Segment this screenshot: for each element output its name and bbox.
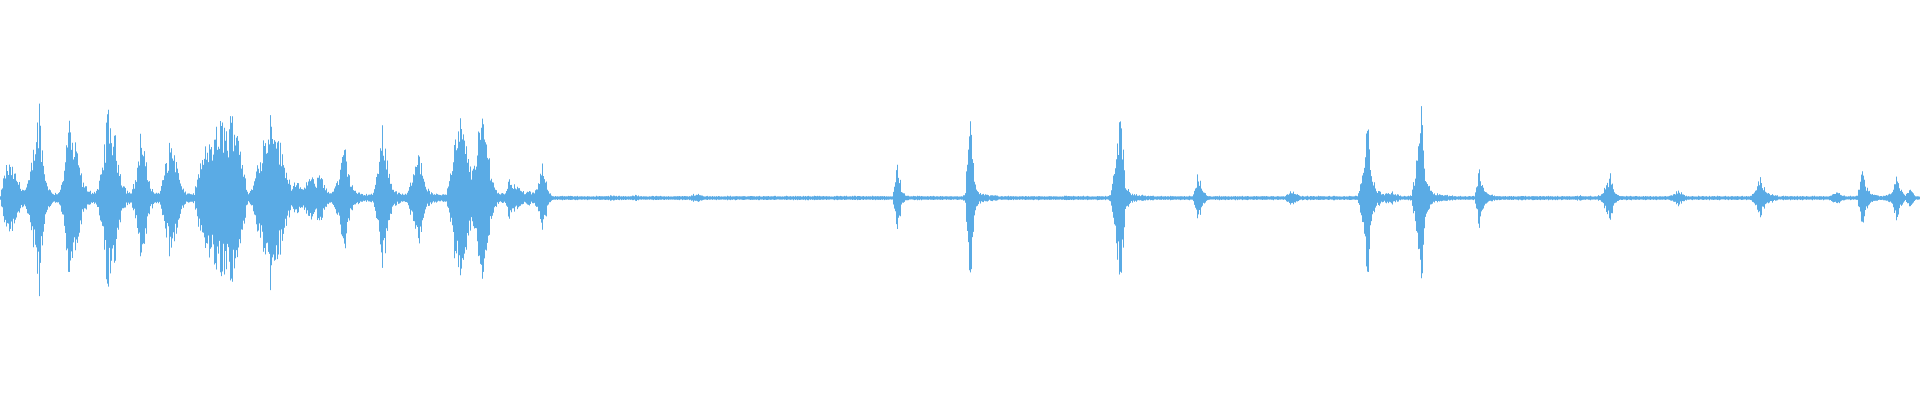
waveform-path <box>0 103 1920 297</box>
waveform-samples <box>0 103 1920 297</box>
